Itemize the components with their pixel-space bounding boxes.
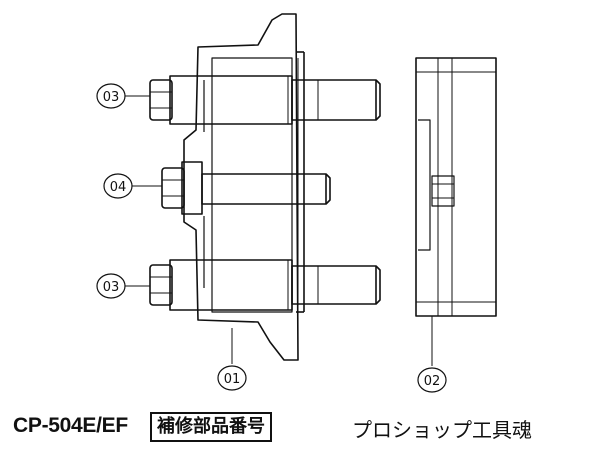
model-number: CP-504E/EF (13, 414, 128, 437)
callout-label: 03 (103, 280, 120, 295)
callout-03-top: 03 (96, 83, 126, 109)
callout-label: 01 (224, 372, 241, 387)
callout-label: 02 (424, 374, 441, 389)
leader-lines (124, 95, 433, 366)
main-plate (183, 13, 305, 361)
part-number-label: 補修部品番号 (150, 412, 272, 442)
footer: CP-504E/EF 補修部品番号 プロショップ工具魂 (0, 408, 600, 448)
callout-label: 03 (103, 90, 120, 105)
callout-03-bottom: 03 (96, 273, 126, 299)
callout-label: 04 (110, 180, 127, 195)
callout-01: 01 (217, 365, 247, 391)
bottom-bolt (149, 259, 381, 311)
callout-04: 04 (103, 173, 133, 199)
shop-name: プロショップ工具魂 (352, 418, 532, 442)
top-bolt (149, 75, 381, 125)
exploded-diagram: 03 04 03 01 02 (96, 13, 497, 393)
center-bolt (161, 161, 331, 215)
side-plate (415, 57, 497, 317)
callout-02: 02 (417, 367, 447, 393)
